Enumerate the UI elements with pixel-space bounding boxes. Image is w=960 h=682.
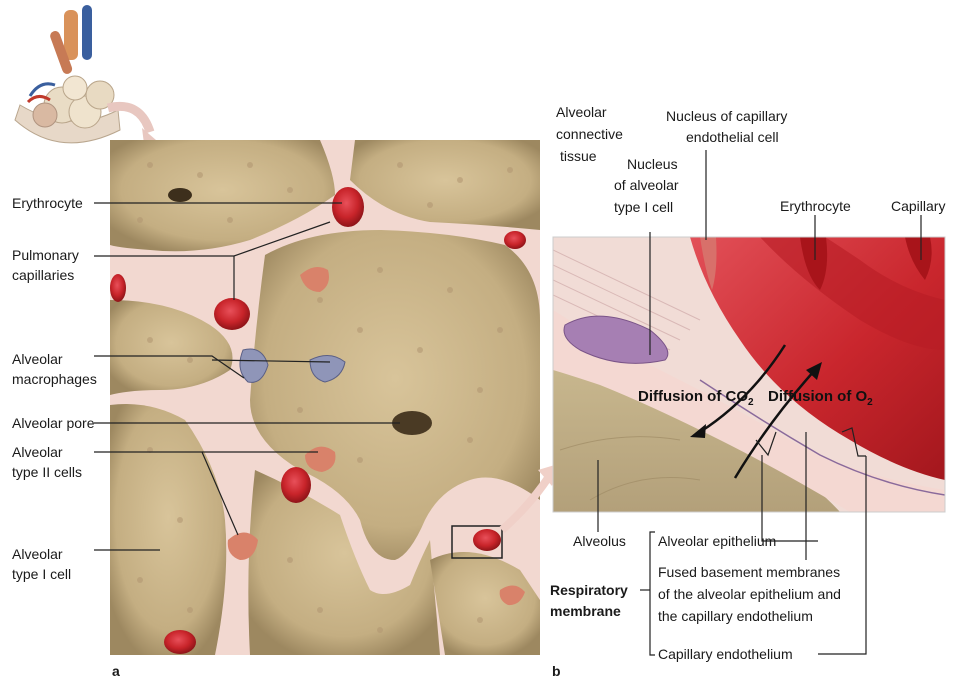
- leader-lines: [94, 150, 922, 656]
- label-nucleus-type-i-line2: of alveolar: [614, 177, 679, 193]
- label-nucleus-type-i-line1: Nucleus: [627, 156, 678, 172]
- label-nucleus-endo-line2: endothelial cell: [686, 129, 779, 145]
- label-respiratory-line2: membrane: [550, 603, 621, 619]
- label-respiratory-line1: Respiratory: [550, 582, 628, 598]
- label-fused-line1: Fused basement membranes: [658, 564, 841, 580]
- label-capillary: Capillary: [891, 198, 946, 214]
- label-erythrocyte-b: Erythrocyte: [780, 198, 851, 214]
- panel-letter-b: b: [552, 663, 561, 679]
- label-fused-line2: of the alveolar epithelium and: [658, 586, 841, 602]
- label-type-ii-line2: type II cells: [12, 464, 83, 480]
- panel-b-illustration: [553, 237, 945, 512]
- panel-a-illustration: [110, 140, 540, 655]
- label-type-ii-line1: Alveolar: [12, 444, 63, 460]
- label-nucleus-type-i-line3: type I cell: [614, 199, 674, 215]
- label-alveolar-epithelium: Alveolar epithelium: [658, 533, 777, 549]
- label-alveolar-pore: Alveolar pore: [12, 415, 95, 431]
- label-connective-line2: connective: [556, 126, 623, 142]
- label-fused-line3: the capillary endothelium: [658, 608, 813, 624]
- label-pulmonary-line2: capillaries: [12, 267, 75, 283]
- label-nucleus-endo-line1: Nucleus of capillary: [666, 108, 788, 124]
- label-type-i-line1: Alveolar: [12, 546, 63, 562]
- label-pulmonary-line1: Pulmonary: [12, 247, 79, 263]
- label-diffusion-o2: Diffusion of O2: [768, 388, 873, 408]
- label-erythrocyte-a: Erythrocyte: [12, 195, 83, 211]
- panel-b-frame: [552, 236, 946, 513]
- label-alveolus: Alveolus: [573, 533, 626, 549]
- label-capillary-endothelium: Capillary endothelium: [658, 646, 793, 662]
- label-macrophages-line1: Alveolar: [12, 351, 63, 367]
- lung-inset-illustration: [14, 5, 156, 144]
- label-connective-line3: tissue: [560, 148, 597, 164]
- label-diffusion-co2: Diffusion of CO2: [638, 388, 754, 408]
- panel-letter-a: a: [112, 663, 120, 679]
- label-macrophages-line2: macrophages: [12, 371, 97, 387]
- label-connective-line1: Alveolar: [556, 104, 607, 120]
- label-type-i-line2: type I cell: [12, 566, 72, 582]
